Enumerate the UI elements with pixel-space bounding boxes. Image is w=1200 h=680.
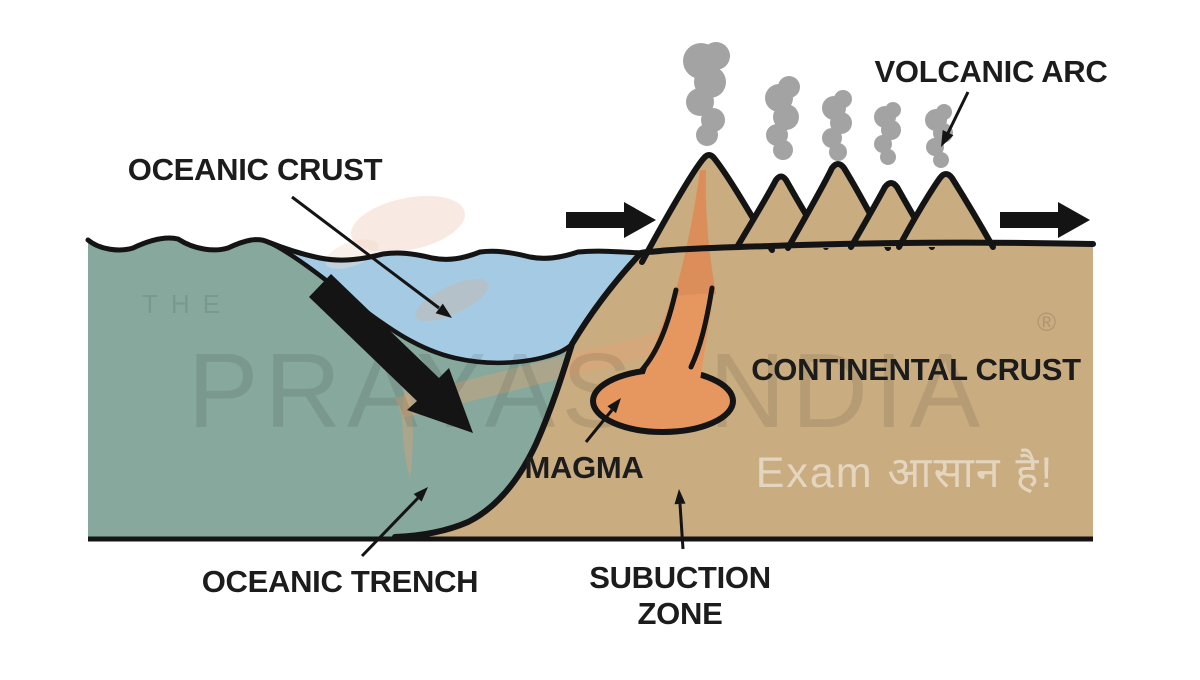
subduction-zone-label-line1: SUBUCTION [589,560,771,595]
waterline [85,235,644,263]
volcanic-arc-label: VOLCANIC ARC [874,54,1108,89]
magma-conduit-left-edge [638,287,679,374]
trench-slab-boundary [265,239,575,366]
subduction-zone-pointer [678,503,685,550]
watermark-registered-mark: ® [1037,307,1056,337]
continental-crust-body [395,242,1093,537]
magma-pointer-head [607,398,621,414]
smoke-columns [683,42,953,168]
oceanic-trench-label: OCEANIC TRENCH [201,564,479,599]
magma-conduit-right-edge [688,285,715,370]
magma-system [590,170,736,435]
surface-and-slope-outline [392,239,1096,540]
volcanic-arc-pointer [946,91,970,134]
label-pointers [291,91,970,558]
volcanic-arc-mountains [639,152,996,265]
oceanic-crust-label: OCEANIC CRUST [127,152,383,187]
watermark-brand: PRAYAS INDIA [188,332,986,450]
subduction-zone-label-line2: ZONE [637,595,723,631]
watermark-logo-band [395,332,668,418]
volcano-5 [896,171,996,250]
smoke-column-5 [925,104,953,168]
oceanic-crust-pointer [291,195,440,310]
watermark-logo-blob-3 [415,278,489,322]
watermark-prefix: THE [142,289,233,319]
smoke-column-1 [683,42,730,146]
subducting-plate-arrow [309,274,473,433]
watermark: THE PRAYAS INDIA ® Exam आसान है! [142,195,1056,497]
smoke-column-2 [765,76,800,160]
magma-streak [674,170,716,297]
watermark-logo-blob [351,195,465,253]
volcanic-arc-pointer-head [941,130,954,147]
magma-pointer [584,409,614,443]
label-pointer-heads [413,130,954,505]
smoke-column-4 [874,102,901,165]
magma-chamber [590,367,736,435]
plate-motion-arrow-right [1000,202,1090,238]
watermark-tagline: Exam आसान है! [756,448,1055,497]
subduction-zone-pointer-head [674,489,686,505]
oceanic-trench-pointer [360,496,420,558]
smoke-column-3 [822,90,852,161]
continental-crust-label: CONTINENTAL CRUST [751,352,1081,387]
oceanic-crust-pointer-head [435,303,452,318]
magma-label: MAGMA [524,450,644,485]
oceanic-trench-pointer-head [413,487,428,502]
volcano-1 [639,152,775,265]
oceanic-crust-slab [88,238,572,537]
plate-motion-arrow-left [566,202,656,238]
seawater-basin [268,242,641,363]
subduction-zone-label: SUBUCTION ZONE [589,560,771,631]
